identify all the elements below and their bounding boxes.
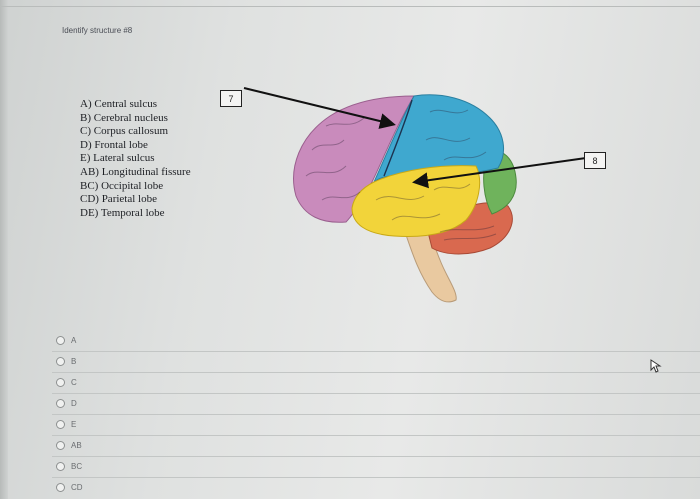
pointer-arrow-7	[243, 87, 396, 129]
question-title: Identify structure #8	[62, 26, 133, 35]
answer-option-d[interactable]: D	[52, 393, 700, 415]
choice-item: D) Frontal lobe	[80, 138, 148, 151]
radio-button[interactable]	[56, 420, 65, 429]
option-label: C	[71, 378, 77, 387]
radio-button[interactable]	[56, 483, 65, 492]
option-label: D	[71, 399, 77, 408]
option-label: CD	[71, 483, 83, 492]
choice-item: AB) Longitudinal fissure	[80, 165, 191, 178]
choice-item: E) Lateral sulcus	[80, 152, 155, 165]
left-edge	[0, 0, 8, 499]
radio-button[interactable]	[56, 357, 65, 366]
answer-option-c[interactable]: C	[52, 372, 700, 394]
answer-option-e[interactable]: E	[52, 414, 700, 436]
gyri-texture	[305, 109, 497, 241]
structure-label-8: 8	[584, 152, 606, 169]
choice-item: A) Central sulcus	[80, 98, 157, 110]
answer-option-cd[interactable]: CD	[52, 477, 700, 498]
choice-item: BC) Occipital lobe	[80, 179, 164, 192]
central-sulcus	[383, 99, 413, 177]
option-label: E	[71, 420, 77, 429]
pointer-arrow-8	[412, 157, 587, 189]
radio-button[interactable]	[56, 378, 65, 387]
option-label: AB	[71, 441, 82, 450]
answer-option-b[interactable]: B	[52, 351, 700, 373]
choice-item: CD) Parietal lobe	[80, 193, 157, 206]
answer-option-a[interactable]: A	[52, 330, 700, 352]
radio-button[interactable]	[56, 399, 65, 408]
radio-button[interactable]	[56, 441, 65, 450]
radio-button[interactable]	[56, 336, 65, 345]
answer-option-ab[interactable]: AB	[52, 435, 700, 457]
choices-list: A) Central sulcus B) Cerebral nucleus C)…	[80, 98, 191, 220]
choice-item: DE) Temporal lobe	[80, 206, 165, 219]
mouse-cursor-icon	[650, 359, 662, 373]
choice-item: B) Cerebral nucleus	[80, 111, 168, 124]
structure-label-7: 7	[220, 90, 242, 107]
temporal-lobe	[351, 165, 481, 237]
answer-option-bc[interactable]: BC	[52, 456, 700, 478]
option-label: BC	[71, 462, 83, 471]
option-label: B	[71, 357, 77, 366]
choice-item: C) Corpus callosum	[80, 125, 168, 138]
top-divider	[0, 6, 700, 7]
radio-button[interactable]	[56, 462, 65, 471]
option-label: A	[71, 336, 77, 345]
